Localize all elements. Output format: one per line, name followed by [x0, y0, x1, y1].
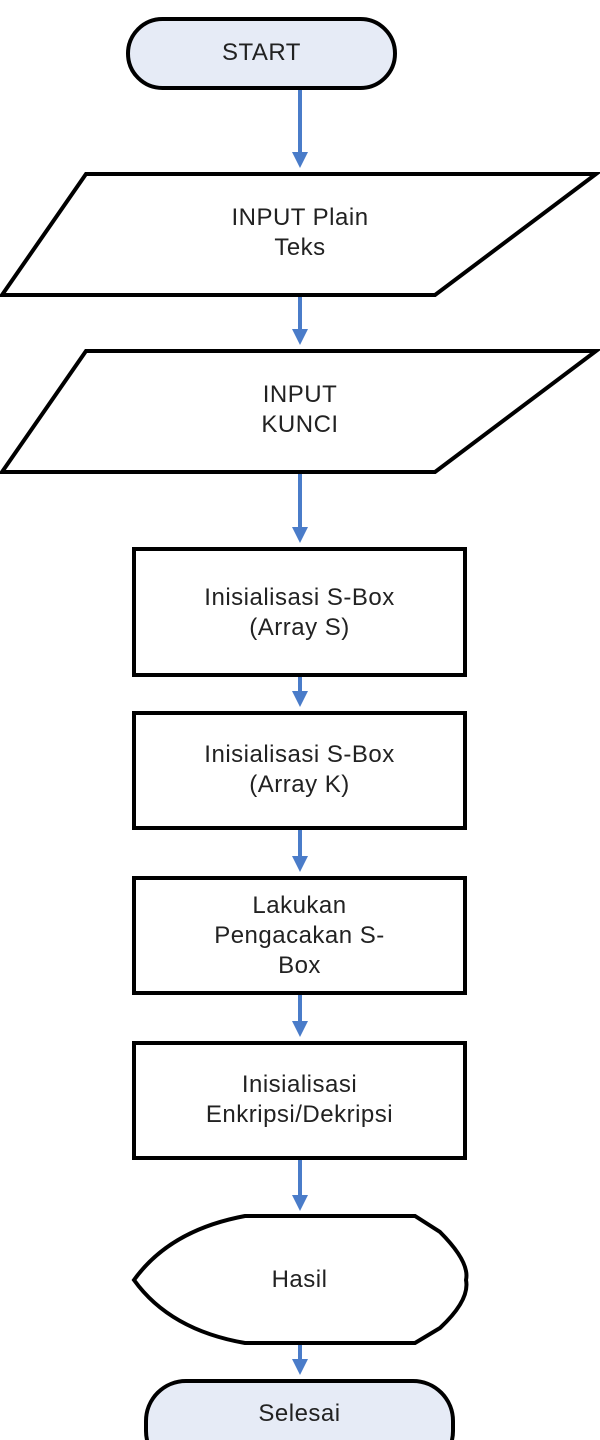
- start-label: START: [222, 39, 301, 66]
- result-label: Hasil: [271, 1266, 328, 1293]
- init-s-label: Inisialisasi S-Box (Array S): [134, 583, 465, 643]
- shuffle-line2: Pengacakan S-: [214, 922, 385, 949]
- end-label: Selesai: [258, 1400, 341, 1427]
- input-key-parallelogram: [0, 349, 600, 474]
- init-enc-line1: Inisialisasi: [241, 1071, 358, 1098]
- input-plain-line1: INPUT Plain: [231, 204, 369, 231]
- init-k-line1: Inisialisasi S-Box: [204, 741, 395, 768]
- init-k-label: Inisialisasi S-Box (Array K): [134, 740, 465, 800]
- input-key-line2: KUNCI: [261, 411, 339, 438]
- shuffle-process: [132, 876, 467, 995]
- init-enc-line2: Enkripsi/Dekripsi: [205, 1101, 394, 1128]
- init-s-line2: (Array S): [249, 614, 350, 641]
- result-display: [131, 1214, 469, 1345]
- input-plain-parallelogram: [0, 172, 600, 297]
- init-s-line1: Inisialisasi S-Box: [204, 584, 395, 611]
- start-terminator: [126, 17, 397, 90]
- init-k-line2: (Array K): [249, 771, 350, 798]
- shuffle-line1: Lakukan: [252, 892, 347, 919]
- init-enc-process: [132, 1041, 467, 1160]
- end-terminator: [144, 1379, 455, 1440]
- shuffle-line3: Box: [278, 952, 321, 979]
- init-s-process: [132, 547, 467, 677]
- input-key-label: INPUT KUNCI: [100, 380, 500, 440]
- shuffle-label: Lakukan Pengacakan S- Box: [134, 891, 465, 981]
- init-enc-label: Inisialisasi Enkripsi/Dekripsi: [134, 1070, 465, 1130]
- init-k-process: [132, 711, 467, 830]
- input-plain-label: INPUT Plain Teks: [100, 203, 500, 263]
- input-plain-line2: Teks: [274, 234, 326, 261]
- input-key-line1: INPUT: [262, 381, 338, 408]
